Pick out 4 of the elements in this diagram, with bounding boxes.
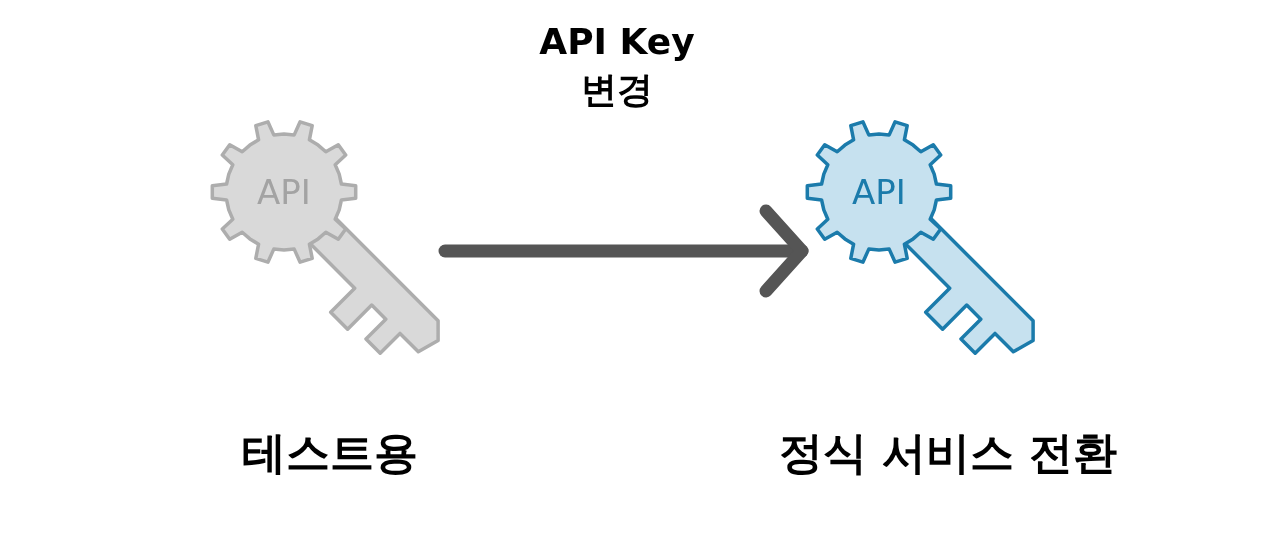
node-label: 테스트용: [241, 426, 419, 480]
key-label: API: [851, 172, 907, 212]
node-label: 정식 서비스 전환: [777, 426, 1119, 480]
arrow: [438, 204, 809, 298]
